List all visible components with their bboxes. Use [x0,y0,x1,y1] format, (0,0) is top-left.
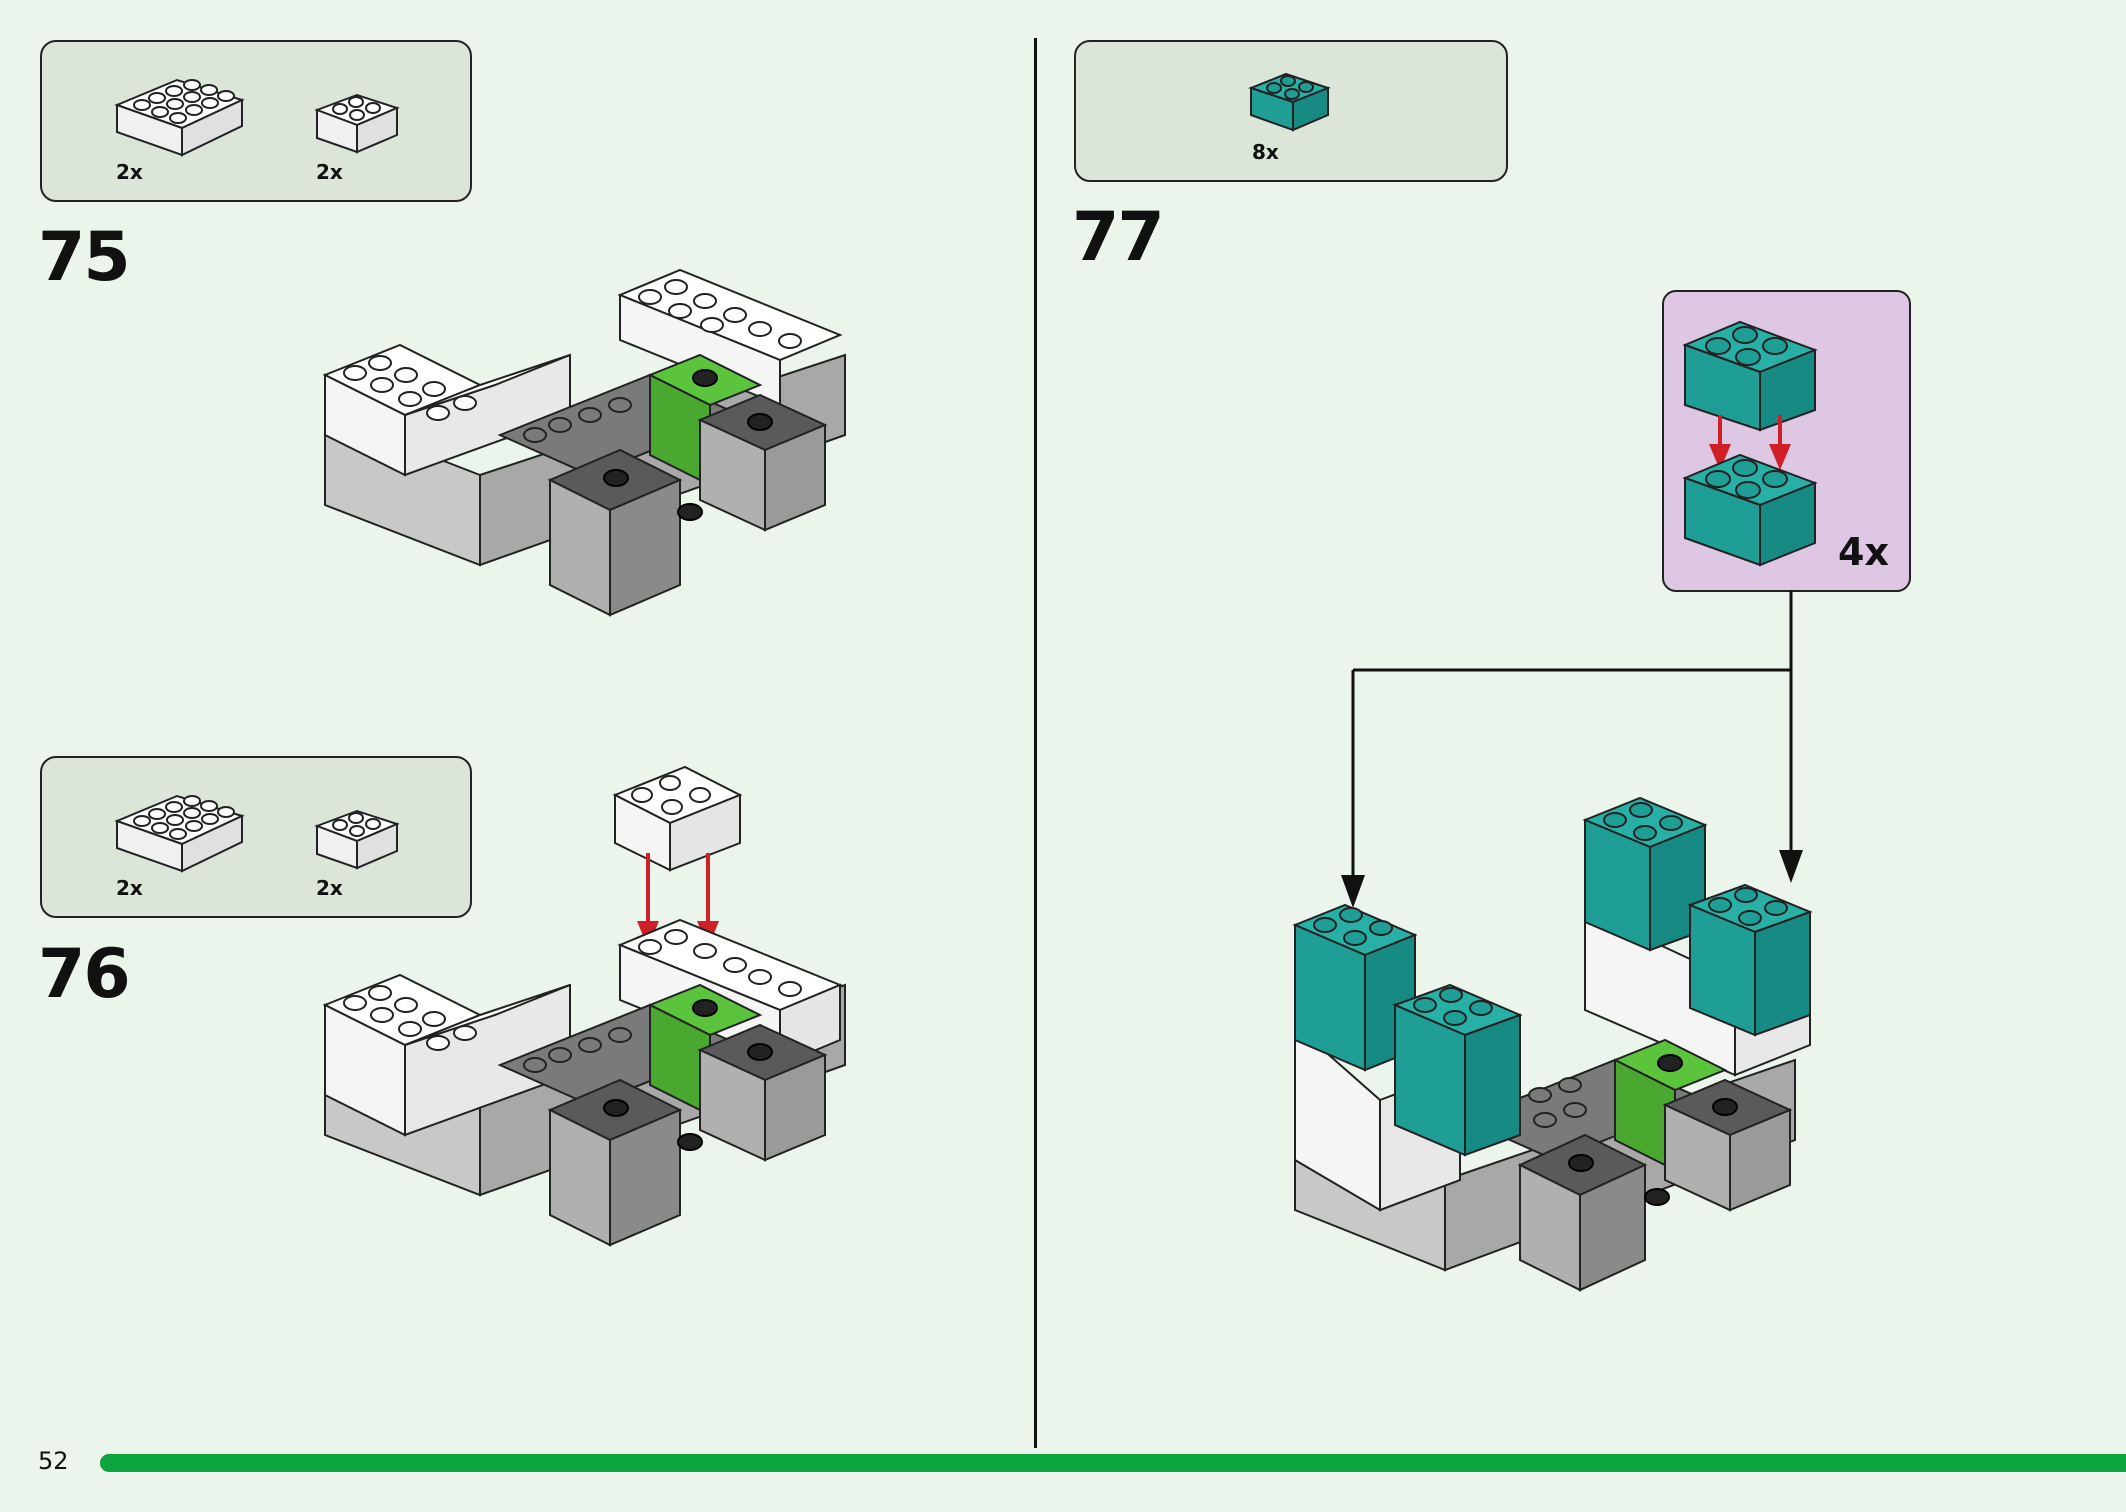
step-number-76: 76 [38,935,131,1014]
placement-arrows [1341,590,1803,908]
parts-callout-step-76: 2x 2x [40,756,472,918]
subassembly-illustration [1682,320,1818,567]
parts-callout-step-77: 8x [1074,40,1508,182]
white-2x2-brick-icon [314,809,400,870]
step-number-75: 75 [38,218,131,297]
part-quantity: 2x [316,876,343,900]
step-75-model-illustration [322,268,846,617]
teal-2x2-brick-icon [1248,72,1331,132]
part-quantity: 2x [116,160,143,184]
progress-bar [100,1454,2126,1472]
part-quantity: 8x [1252,140,1279,164]
white-2x4-brick-icon [114,794,245,873]
white-2x4-brick-icon [114,78,245,157]
step-76-model-illustration [322,765,846,1247]
white-2x2-brick-icon [314,93,400,154]
parts-callout-step-75: 2x 2x [40,40,472,202]
page-divider [1034,38,1037,1448]
step-number-77: 77 [1072,198,1165,277]
step-77-model-illustration [1292,796,1813,1292]
part-quantity: 2x [116,876,143,900]
part-quantity: 2x [316,160,343,184]
subassembly-quantity: 4x [1838,530,1889,574]
page-number: 52 [38,1447,69,1475]
